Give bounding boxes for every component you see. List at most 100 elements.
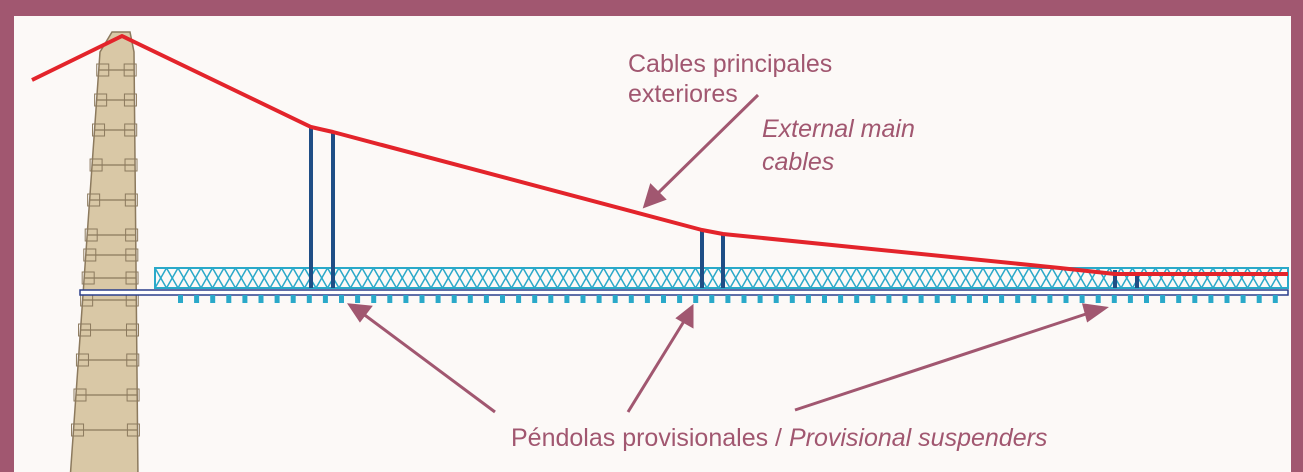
deck-tie — [306, 295, 312, 303]
deck-tie — [580, 295, 586, 303]
deck-tie — [451, 295, 457, 303]
deck-tie — [1015, 295, 1021, 303]
deck-tie — [628, 295, 634, 303]
deck-tie — [1176, 295, 1182, 303]
stone-tower — [69, 31, 140, 472]
truss-diagonal — [464, 267, 478, 289]
deck-tie — [773, 295, 779, 303]
truss-diagonal — [188, 267, 202, 289]
suspenders-label-en: Provisional suspenders — [789, 424, 1047, 452]
deck-tie — [1079, 295, 1085, 303]
tower-stone-block — [125, 228, 139, 242]
truss-diagonal — [982, 267, 996, 289]
deck-tie — [483, 295, 489, 303]
tower-stone-block — [126, 323, 140, 337]
tower-stone-block — [96, 63, 110, 77]
truss-diagonal — [556, 267, 570, 289]
deck-tie — [371, 295, 377, 303]
tower-masonry-courses — [71, 63, 140, 437]
arrow-suspenders-right — [794, 310, 1093, 412]
truss-diagonal — [809, 267, 823, 289]
truss-diagonal — [591, 267, 605, 289]
deck-tie — [532, 295, 538, 303]
truss-diagonal — [683, 267, 697, 289]
tower-stone-block — [126, 353, 140, 367]
truss-diagonal — [947, 267, 961, 289]
truss-diagonal — [372, 267, 386, 289]
tower-stone-block — [71, 423, 85, 437]
truss-diagonal — [1189, 267, 1203, 289]
suspenders-label-separator: / — [768, 424, 789, 452]
deck-tie — [1208, 295, 1214, 303]
tower-stone-block — [94, 93, 108, 107]
truss-diagonal — [1016, 267, 1030, 289]
truss-diagonal — [349, 267, 363, 289]
main-cables-label-en-2: cables — [762, 148, 834, 176]
tower-stone-block — [124, 193, 138, 207]
truss-diagonal — [706, 267, 720, 289]
deck-tie — [983, 295, 988, 303]
truss-diagonal — [211, 267, 225, 289]
truss-diagonal — [1235, 267, 1249, 289]
arrow-main-cables — [653, 93, 760, 198]
tower-stone-block — [75, 353, 89, 367]
tower-stone-block — [124, 158, 138, 172]
truss-diagonal — [775, 267, 789, 289]
truss-diagonal — [855, 267, 869, 289]
truss-diagonal — [1028, 267, 1042, 289]
deck-ties — [178, 295, 1278, 303]
truss-diagonal — [821, 267, 835, 289]
truss-diagonal — [740, 267, 754, 289]
deck-tie — [822, 295, 827, 303]
tower-stone-block — [87, 193, 101, 207]
deck-tie — [709, 295, 715, 303]
deck-tie — [564, 295, 570, 303]
arrow-suspenders-left-head — [346, 303, 373, 323]
truss-diagonal — [568, 267, 582, 289]
deck-tie — [644, 295, 650, 303]
deck-tie — [870, 295, 876, 303]
deck-tie — [854, 295, 860, 303]
tower-stone-block — [123, 63, 137, 77]
deck-tie — [355, 295, 361, 303]
deck-tie — [934, 295, 940, 303]
truss-diagonal — [970, 267, 984, 289]
truss-diagonal — [1200, 267, 1214, 289]
deck-tie — [1144, 295, 1149, 303]
truss-diagonal — [234, 267, 248, 289]
truss-diagonal — [1246, 267, 1260, 289]
arrow-suspenders-right-head — [1081, 303, 1109, 323]
truss-diagonal — [292, 267, 306, 289]
deck-tie — [322, 295, 328, 303]
diagram-background — [14, 16, 1291, 472]
truss-diagonal — [453, 267, 467, 289]
external-main-cable — [31, 34, 1288, 276]
deck-tie — [435, 295, 441, 303]
deck-tie — [387, 295, 393, 303]
tower-stone-block — [83, 248, 97, 262]
truss-diagonal — [798, 267, 812, 289]
truss-diagonal — [407, 267, 421, 289]
deck-tie — [1127, 295, 1133, 303]
truss-diagonal — [844, 267, 858, 289]
truss-diagonal — [878, 267, 892, 289]
arrow-suspenders-left — [361, 311, 496, 414]
deck-tie — [242, 295, 248, 303]
truss-diagonal — [959, 267, 973, 289]
truss-diagonal — [1258, 267, 1272, 289]
truss-diagonal — [499, 267, 513, 289]
tower-stone-block — [81, 271, 95, 285]
deck-tie — [516, 295, 522, 303]
deck-tie — [741, 295, 747, 303]
deck-tie — [1192, 295, 1198, 303]
truss-diagonal — [786, 267, 800, 289]
truss-diagonal — [901, 267, 915, 289]
truss-diagonal — [338, 267, 352, 289]
truss-diagonal — [510, 267, 524, 289]
truss-diagonal — [315, 267, 329, 289]
truss-diagonal — [671, 267, 685, 289]
deck-tie — [999, 295, 1005, 303]
truss-diagonal — [487, 267, 501, 289]
